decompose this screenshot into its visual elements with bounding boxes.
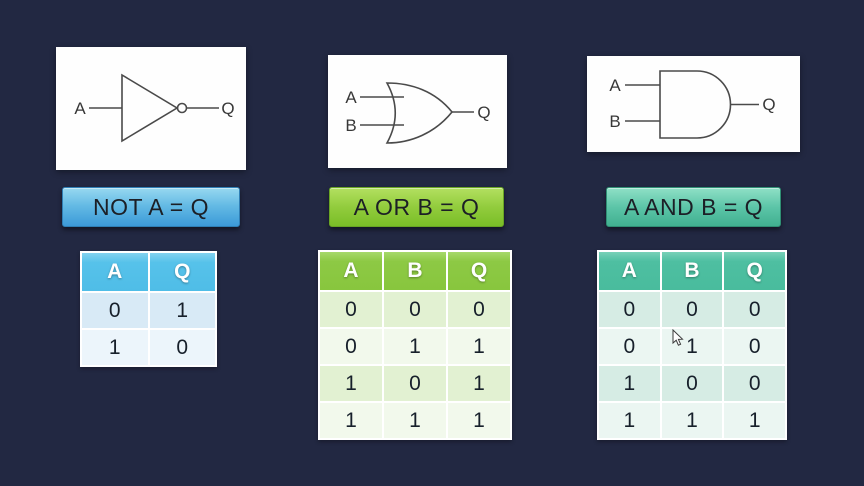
table-cell: 1 xyxy=(384,403,446,438)
or-equation-label: A OR B = Q xyxy=(329,187,504,227)
table-row: 0 1 0 xyxy=(599,329,785,364)
table-cell: 1 xyxy=(448,329,510,364)
and-equation-text: A AND B = Q xyxy=(623,193,764,220)
not-gate-input-a-label: A xyxy=(74,99,86,118)
table-cell: 1 xyxy=(448,366,510,401)
table-cell: 0 xyxy=(384,366,446,401)
table-cell: 1 xyxy=(599,366,660,401)
table-row: 1 0 xyxy=(82,330,215,365)
table-header-cell: A xyxy=(320,252,382,290)
table-cell: 1 xyxy=(384,329,446,364)
or-equation-text: A OR B = Q xyxy=(353,193,480,220)
table-header-cell: Q xyxy=(724,252,785,290)
table-cell: 0 xyxy=(661,366,723,401)
or-gate-output-q-label: Q xyxy=(477,103,490,122)
table-cell: 1 xyxy=(82,330,148,365)
table-row: 1 0 0 xyxy=(599,366,785,401)
not-gate-icon: A Q xyxy=(74,73,235,143)
table-header-row: A Q xyxy=(82,253,215,291)
not-gate-output-q-label: Q xyxy=(221,99,234,118)
and-gate-output-q-label: Q xyxy=(762,95,775,114)
table-cell: 1 xyxy=(661,329,723,364)
or-gate-input-a-label: A xyxy=(345,88,357,107)
table-cell: 1 xyxy=(149,293,215,328)
table-header-cell: A xyxy=(599,252,660,290)
and-equation-label: A AND B = Q xyxy=(606,187,781,227)
or-gate-diagram: A B Q xyxy=(328,55,507,168)
not-equation-label: NOT A = Q xyxy=(62,187,240,227)
mouse-cursor-icon xyxy=(672,329,684,346)
table-row: 1 1 1 xyxy=(320,403,510,438)
table-cell: 1 xyxy=(320,403,382,438)
and-gate-diagram: A B Q xyxy=(587,56,800,152)
table-row: 0 1 1 xyxy=(320,329,510,364)
table-row: 0 0 0 xyxy=(320,292,510,327)
table-header-cell: B xyxy=(384,252,446,290)
table-row: 0 1 xyxy=(82,293,215,328)
table-header-cell: Q xyxy=(448,252,510,290)
table-cell: 0 xyxy=(724,292,785,327)
table-cell: 0 xyxy=(661,292,723,327)
table-cell: 0 xyxy=(320,292,382,327)
table-cell: 1 xyxy=(320,366,382,401)
table-cell: 0 xyxy=(149,330,215,365)
not-truth-table: A Q 0 1 1 0 xyxy=(80,251,217,367)
or-gate-icon: A B Q xyxy=(345,82,491,144)
table-cell: 0 xyxy=(448,292,510,327)
or-gate-input-b-label: B xyxy=(345,116,356,135)
table-header-cell: A xyxy=(82,253,148,291)
table-row: 0 0 0 xyxy=(599,292,785,327)
table-cell: 1 xyxy=(448,403,510,438)
table-header-row: A B Q xyxy=(599,252,785,290)
table-row: 1 1 1 xyxy=(599,403,785,438)
and-gate-input-a-label: A xyxy=(609,76,621,95)
table-header-cell: B xyxy=(661,252,723,290)
not-gate-diagram: A Q xyxy=(56,47,246,170)
not-equation-text: NOT A = Q xyxy=(93,193,209,220)
or-truth-table: A B Q 0 0 0 0 1 1 1 0 1 1 1 xyxy=(318,250,512,440)
table-cell: 0 xyxy=(82,293,148,328)
table-cell: 0 xyxy=(724,329,785,364)
table-cell: 0 xyxy=(599,329,660,364)
table-cell: 0 xyxy=(320,329,382,364)
table-header-row: A B Q xyxy=(320,252,510,290)
and-gate-input-b-label: B xyxy=(609,112,620,131)
table-cell: 0 xyxy=(724,366,785,401)
and-gate-icon: A B Q xyxy=(609,70,776,139)
table-cell: 0 xyxy=(599,292,660,327)
table-cell: 1 xyxy=(661,403,723,438)
table-cell: 1 xyxy=(724,403,785,438)
table-header-cell: Q xyxy=(149,253,215,291)
table-cell: 1 xyxy=(599,403,660,438)
table-row: 1 0 1 xyxy=(320,366,510,401)
table-cell: 0 xyxy=(384,292,446,327)
and-truth-table: A B Q 0 0 0 0 1 0 1 0 0 1 1 xyxy=(597,250,787,440)
